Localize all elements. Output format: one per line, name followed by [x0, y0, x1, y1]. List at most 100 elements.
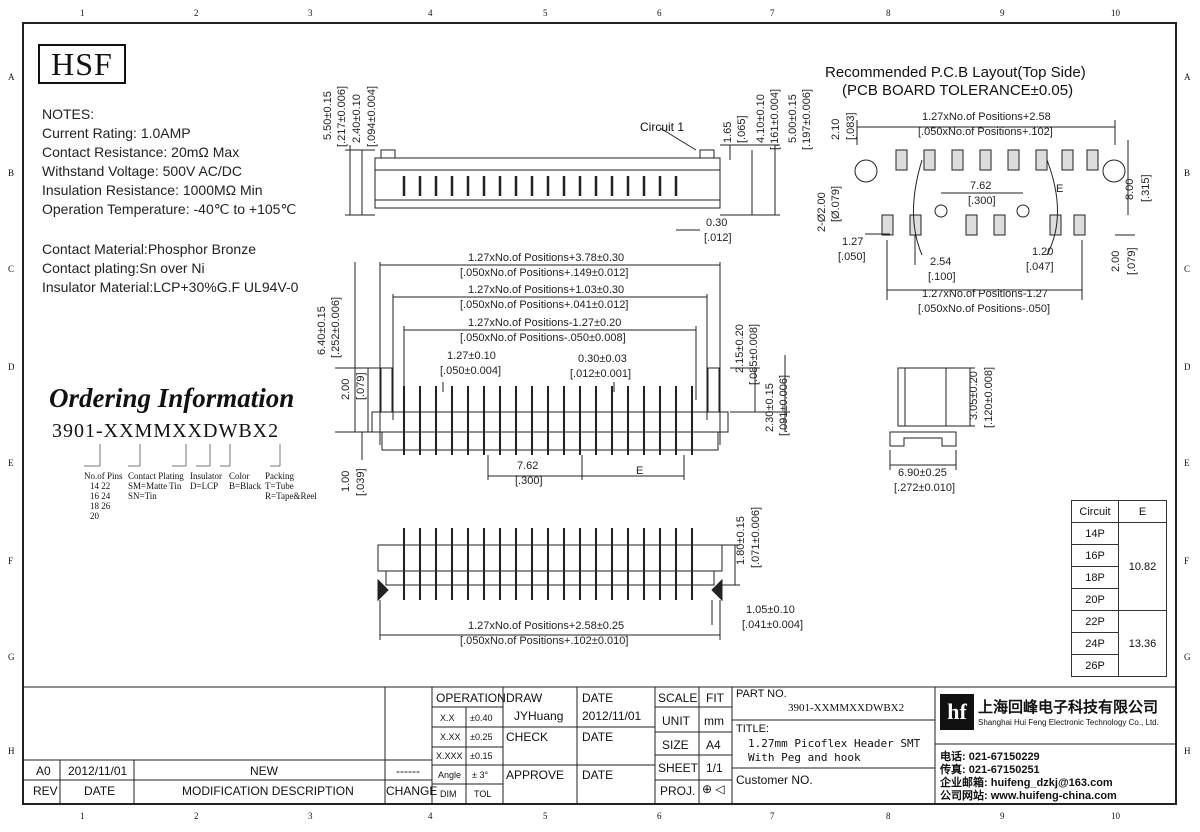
side-dim-6-90-inch: [.272±0.010] — [894, 482, 956, 494]
tol-x-xxx-value: ±0.15 — [470, 751, 493, 761]
tol-x-xx: X.XX — [440, 732, 461, 742]
row-e: E — [8, 458, 14, 468]
sheet-label: SHEET — [658, 761, 699, 775]
note-contact-material: Contact Material:Phosphor Bronze — [42, 241, 256, 257]
col-9-bottom: 9 — [1000, 811, 1005, 821]
front-dim-378-inch: [.050xNo.of Positions+.149±0.012] — [460, 267, 629, 279]
approve-label: APPROVE — [506, 768, 565, 782]
circuit-16p: 16P — [1071, 544, 1119, 567]
tol-angle: Angle — [438, 770, 462, 780]
col-6: 6 — [657, 8, 662, 18]
tol-x-xxx: X.XXX — [436, 751, 463, 761]
pcb-dim-2-54: 2.54 — [930, 256, 952, 268]
packing-r: R=Tape&Reel — [265, 491, 317, 501]
projection-label: PROJ. — [660, 784, 696, 798]
col-4-bottom: 4 — [428, 811, 433, 821]
col-5: 5 — [543, 8, 548, 18]
row-h: H — [8, 746, 15, 756]
packing-block: Packing T=Tube R=Tape&Reel — [265, 471, 317, 501]
packing-t: T=Tube — [265, 481, 294, 491]
color-label: Color — [229, 471, 250, 481]
color-b: B=Black — [229, 481, 262, 491]
note-insulator-material: Insulator Material:LCP+30%G.F UL94V-0 — [42, 279, 299, 295]
pins-label: No.of Pins — [84, 471, 123, 481]
circuit-20p: 20P — [1071, 588, 1119, 611]
company-name-cn: 上海回峰电子科技有限公司 — [978, 699, 1159, 716]
front-dim-378: 1.27xNo.of Positions+3.78±0.30 — [468, 252, 625, 264]
size-value: A4 — [706, 738, 721, 752]
row-e-right: E — [1184, 458, 1190, 468]
pcb-title: Recommended P.C.B Layout(Top Side) — [825, 64, 1086, 81]
company-logo-icon: hf — [940, 694, 974, 730]
pcb-dim-7-62: 7.62 — [970, 180, 992, 192]
row-d: D — [8, 362, 15, 372]
front-dim-pitch: 1.27±0.10 — [447, 350, 496, 362]
size-label: SIZE — [662, 738, 689, 752]
pcb-dim-2-54-inch: [.100] — [928, 271, 956, 283]
tol-label: TOL — [474, 789, 492, 799]
row-a: A — [8, 72, 15, 82]
check-date-label: DATE — [582, 730, 614, 744]
pins-row-3: 18 26 — [90, 501, 111, 511]
pcb-dim-1-20-inch: [.047] — [1026, 261, 1054, 273]
front-dim-pin-width-inch: [.012±0.001] — [570, 368, 632, 380]
insulator-label: Insulator — [190, 471, 222, 481]
unit-value: mm — [704, 714, 724, 728]
sheet-value: 1/1 — [706, 761, 723, 775]
row-g-right: G — [1184, 652, 1191, 662]
projection-symbol-icon: ⊕ ◁ — [702, 782, 725, 796]
pins-block: No.of Pins 14 22 16 24 18 26 20 — [84, 471, 123, 521]
title-line-1: 1.27mm Picoflex Header SMT — [748, 737, 921, 750]
pcb-dim-1-20: 1.20 — [1032, 246, 1054, 258]
date-value: 2012/11/01 — [582, 709, 642, 723]
pins-row-2: 16 24 — [90, 491, 111, 501]
bottom-dim-1-05: 1.05±0.10 — [746, 604, 795, 616]
col-3: 3 — [308, 8, 313, 18]
insulator-block: Insulator D=LCP — [190, 471, 222, 491]
front-view — [335, 262, 790, 480]
front-dim-103: 1.27xNo.of Positions+1.03±0.30 — [468, 284, 625, 296]
ordering-title: Ordering Information — [49, 383, 295, 413]
circuit-header: Circuit — [1071, 500, 1119, 523]
drawer-name: JYHuang — [514, 709, 564, 723]
col-2: 2 — [194, 8, 199, 18]
packing-label: Packing — [265, 471, 294, 481]
col-10: 10 — [1111, 8, 1120, 18]
company-name-en: Shanghai Hui Feng Electronic Technology … — [978, 718, 1159, 727]
dim-0-30-inch: [.012] — [704, 232, 732, 244]
col-10-bottom: 10 — [1111, 811, 1120, 821]
pcb-dim-pitch-258: 1.27xNo.of Positions+2.58 — [922, 111, 1051, 123]
front-dim-7-62: 7.62 — [517, 460, 539, 472]
date-label: DATE — [582, 691, 614, 705]
plating-block: Contact Plating SM=Matte Tin SN=Tin — [128, 471, 184, 501]
side-view-top — [345, 127, 780, 231]
note-current-rating: Current Rating: 1.0AMP — [42, 125, 191, 141]
pcb-dim-e: E — [1056, 183, 1064, 195]
part-number: 3901-XXMMXXDWBX2 — [788, 702, 905, 714]
pcb-dim-pitch-258-inch: [.050xNo.of Positions+.102] — [918, 126, 1053, 138]
front-dim-7-62-inch: [.300] — [515, 475, 543, 487]
fit-value: FIT — [706, 691, 724, 705]
pcb-dim-1-27: 1.27 — [842, 236, 864, 248]
col-8-bottom: 8 — [886, 811, 891, 821]
company-email: 企业邮箱: huifeng_dzkj@163.com — [940, 777, 1113, 789]
row-g: G — [8, 652, 15, 662]
rev-date-value: 2012/11/01 — [68, 764, 128, 778]
operation-label: OPERATION — [436, 691, 506, 705]
front-dim-pin-width: 0.30±0.03 — [578, 353, 627, 365]
col-9: 9 — [1000, 8, 1005, 18]
pcb-dim-pitch-minus: 1.27xNo.of Positions-1.27 — [922, 288, 1048, 300]
row-a-right: A — [1184, 72, 1191, 82]
modification-header: MODIFICATION DESCRIPTION — [182, 784, 354, 798]
row-f: F — [8, 556, 14, 566]
rev-header: REV — [33, 784, 58, 798]
pins-row-4: 20 — [90, 511, 99, 521]
circuit-1-label: Circuit 1 — [640, 120, 685, 134]
e-value-2: 13.36 — [1118, 610, 1167, 677]
col-7: 7 — [770, 8, 775, 18]
draw-label: DRAW — [506, 691, 543, 705]
customer-no-label: Customer NO. — [736, 773, 813, 787]
rev-value: A0 — [36, 764, 51, 778]
unit-label: UNIT — [662, 714, 690, 728]
